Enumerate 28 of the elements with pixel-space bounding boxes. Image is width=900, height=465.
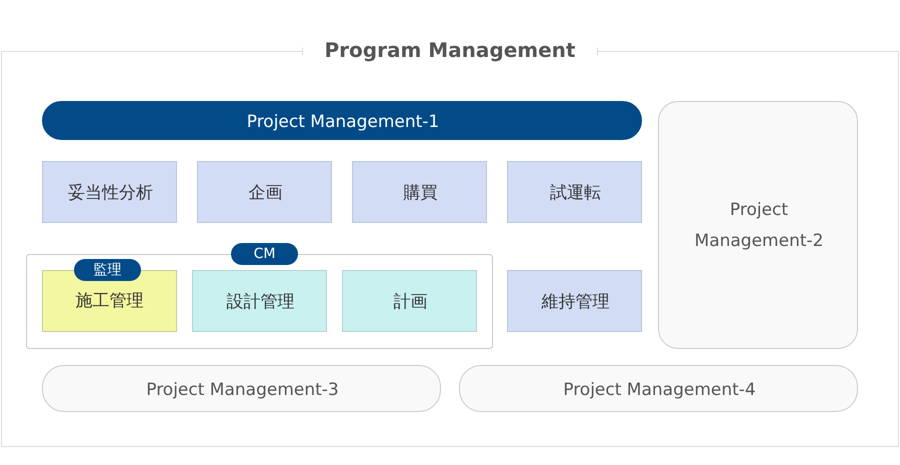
task-label: 維持管理 (542, 291, 610, 314)
frame-title: Program Management (324, 37, 576, 64)
task-box (42, 161, 177, 223)
project-label: Project Management-2 (694, 199, 824, 253)
task-box (507, 161, 642, 223)
task-box (342, 270, 477, 332)
task-box (352, 161, 487, 223)
task-label: 施工管理 (76, 290, 144, 313)
project-bar (42, 101, 642, 140)
task-box (507, 270, 642, 332)
project-bar (459, 365, 858, 412)
project-label: Project Management-3 (146, 378, 339, 402)
project-label: Project Management-1 (246, 110, 440, 134)
task-box (42, 259, 177, 332)
project-label: Project Management-4 (563, 378, 756, 402)
task-label: 計画 (394, 291, 428, 314)
task-label: 試運転 (550, 182, 601, 205)
group-frame (26, 243, 493, 349)
task-label: 妥当性分析 (68, 182, 153, 205)
task-label: 購買 (404, 182, 438, 205)
role-badge: 監理 (74, 259, 141, 281)
task-box (197, 161, 332, 223)
task-box (192, 270, 327, 332)
project-bar (42, 365, 441, 412)
role-badge: CM (231, 243, 298, 265)
task-label: 設計管理 (226, 291, 294, 314)
project-panel (658, 101, 858, 349)
task-label: 企画 (248, 182, 282, 205)
